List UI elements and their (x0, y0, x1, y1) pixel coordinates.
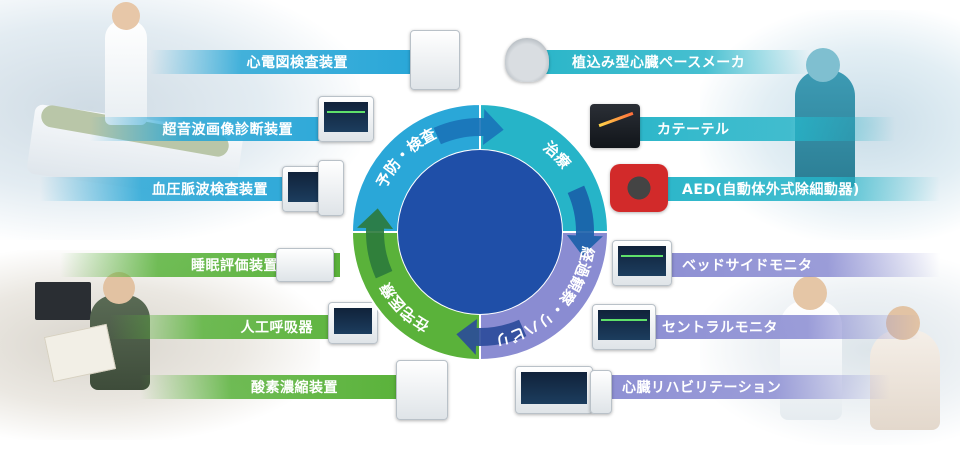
arrow-top-icon (433, 109, 504, 146)
doctor-figure (105, 20, 147, 125)
label-text: 血圧脈波検査装置 (152, 182, 268, 198)
label-catheter: カテーテル (595, 117, 895, 141)
photo-rehabilitation-scene (700, 255, 960, 445)
arrow-bottom-icon (456, 318, 527, 355)
label-text: 酸素濃縮装置 (251, 380, 338, 396)
label-text: 心電図検査装置 (246, 55, 348, 71)
doctor-head (112, 2, 140, 30)
newspaper (43, 323, 117, 383)
bedside-monitor-image (612, 240, 672, 286)
label-text: AED(自動体外式除細動器) (682, 182, 860, 198)
ventilator-image (328, 302, 378, 344)
oxygen-concentrator-image (396, 360, 448, 420)
care-cycle-ring: 予防・検査 治療 経過観察・リハビリ 在宅医療 (350, 102, 610, 362)
label-text: 人工呼吸器 (240, 320, 313, 336)
label-text: 植込み型心臓ペースメーカ (572, 55, 746, 71)
label-aed: AED(自動体外式除細動器) (620, 177, 940, 201)
label-text: カテーテル (657, 122, 730, 138)
label-text: 心臓リハビリテーション (622, 380, 782, 396)
label-blood-pressure-device: 血圧脈波検査装置 (40, 177, 330, 201)
catheter-image (590, 104, 640, 148)
television (35, 282, 91, 320)
label-ecg-device: 心電図検査装置 (150, 50, 410, 74)
surgeon-head (806, 48, 840, 82)
aed-image (610, 164, 668, 212)
label-bedside-monitor: ベッドサイドモニタ (620, 253, 940, 277)
cardiac-rehab-pc-image (590, 370, 612, 414)
label-cardiac-rehabilitation: 心臓リハビリテーション (560, 375, 890, 399)
arrow-left-icon (357, 208, 394, 279)
label-ultrasound-device: 超音波画像診断装置 (90, 117, 355, 141)
doctor-head-right (793, 276, 827, 310)
label-text: 睡眠評価装置 (191, 258, 278, 274)
center-disc (398, 150, 562, 314)
photo-home-care-scene (0, 250, 320, 440)
label-text: ベッドサイドモニタ (682, 258, 813, 274)
ultrasound-device-image (318, 96, 374, 142)
pacemaker-image (505, 38, 549, 82)
central-monitor-image (592, 304, 656, 350)
blood-pressure-unit-image (318, 160, 344, 216)
label-oxygen-concentrator: 酸素濃縮装置 (140, 375, 400, 399)
arrow-right-icon (566, 185, 603, 256)
cardiac-rehab-monitor-image (515, 366, 593, 414)
label-pacemaker: 植込み型心臓ペースメーカ (510, 50, 810, 74)
label-text: セントラルモニタ (662, 320, 778, 336)
sleep-evaluation-device-image (276, 248, 334, 282)
ecg-device-image (410, 30, 460, 90)
label-text: 超音波画像診断装置 (162, 122, 293, 138)
